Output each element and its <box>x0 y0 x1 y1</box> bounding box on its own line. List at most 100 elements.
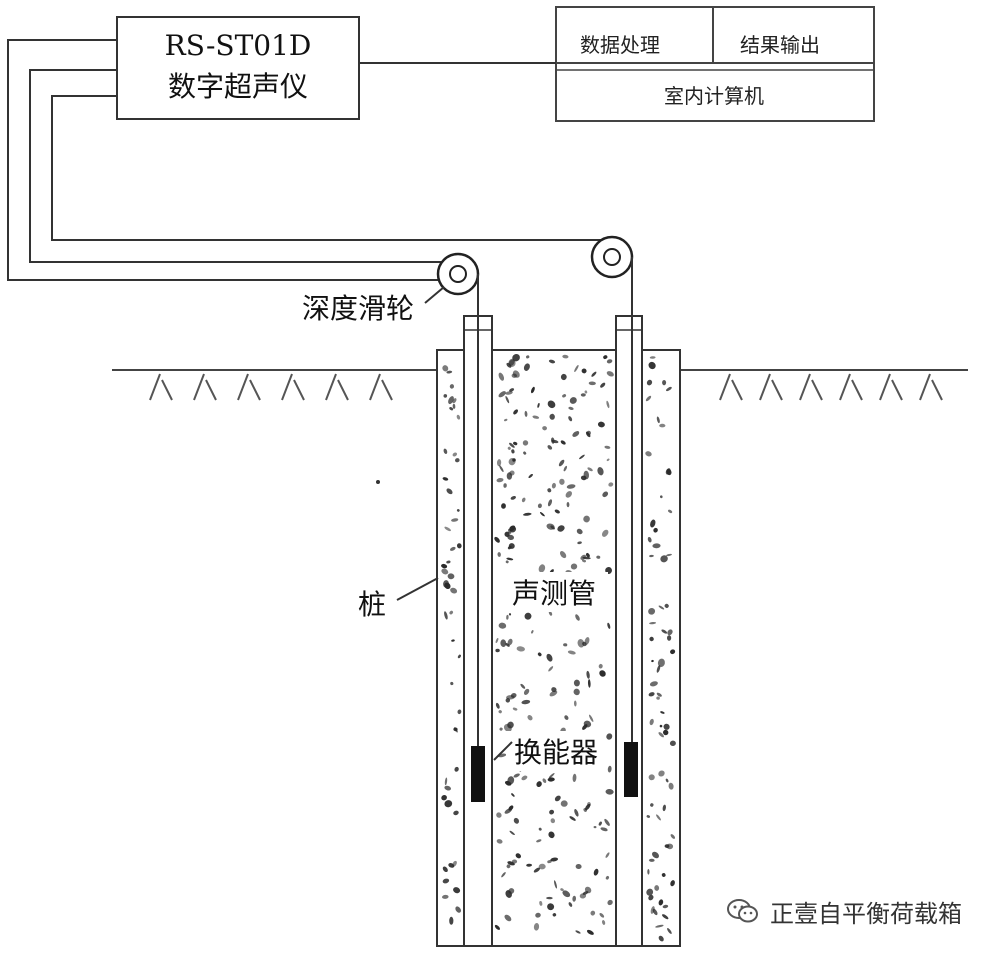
aggregate-speck <box>447 573 455 580</box>
aggregate-speck <box>513 817 520 824</box>
aggregate-speck <box>588 714 594 722</box>
aggregate-speck <box>656 665 661 673</box>
aggregate-speck <box>579 454 585 460</box>
pulley-label: 深度滑轮 <box>302 292 414 325</box>
aggregate-speck <box>442 878 450 884</box>
aggregate-speck <box>504 914 512 922</box>
aggregate-speck <box>452 452 458 457</box>
tube-label-bg <box>502 572 608 612</box>
aggregate-speck <box>523 363 530 371</box>
aggregate-speck <box>499 727 503 731</box>
aggregate-speck <box>539 901 543 906</box>
aggregate-speck <box>449 610 454 615</box>
aggregate-speck <box>568 902 573 907</box>
aggregate-speck <box>650 906 655 914</box>
aggregate-speck <box>444 800 453 808</box>
aggregate-speck <box>662 904 669 909</box>
aggregate-speck <box>573 679 580 687</box>
aggregate-speck <box>593 868 599 876</box>
aggregate-speck <box>455 906 462 913</box>
aggregate-speck <box>456 414 461 420</box>
signal-cables <box>7 39 612 281</box>
aggregate-speck <box>650 803 654 807</box>
aggregate-speck <box>649 718 654 726</box>
depth-pulley-right <box>590 235 634 279</box>
aggregate-speck <box>448 396 454 405</box>
aggregate-speck <box>583 720 592 728</box>
aggregate-speck <box>587 467 593 472</box>
aggregate-speck <box>562 354 569 359</box>
aggregate-speck <box>564 715 569 720</box>
aggregate-speck <box>598 663 603 669</box>
aggregate-speck <box>602 920 606 925</box>
aggregate-speck <box>496 459 502 467</box>
ground-hatch-mark <box>369 373 393 401</box>
aggregate-speck <box>550 818 556 824</box>
aggregate-speck <box>443 580 449 588</box>
aggregate-speck <box>453 727 458 732</box>
aggregate-speck <box>604 818 610 826</box>
aggregate-speck <box>648 894 654 901</box>
aggregate-speck <box>607 765 612 773</box>
aggregate-speck <box>669 740 676 747</box>
aggregate-speck <box>577 639 585 648</box>
transducer-label: 换能器 <box>514 736 598 769</box>
aggregate-speck <box>509 388 515 392</box>
aggregate-speck <box>495 648 500 653</box>
aggregate-speck <box>494 536 500 543</box>
aggregate-speck <box>528 473 533 479</box>
aggregate-speck <box>550 857 559 862</box>
aggregate-speck <box>550 525 555 530</box>
aggregate-speck <box>652 543 661 549</box>
aggregate-speck <box>667 928 672 934</box>
aggregate-speck <box>444 611 448 620</box>
aggregate-speck <box>533 867 541 873</box>
aggregate-speck <box>456 509 460 512</box>
aggregate-speck <box>538 863 546 870</box>
aggregate-speck <box>663 729 669 736</box>
computer-box <box>555 6 875 122</box>
pile-label: 桩 <box>358 588 386 621</box>
aggregate-speck <box>665 468 671 475</box>
aggregate-speck <box>537 402 540 408</box>
aggregate-speck <box>574 364 579 373</box>
aggregate-speck <box>664 844 670 849</box>
aggregate-speck <box>584 886 592 894</box>
aggregate-speck <box>659 495 663 499</box>
aggregate-speck <box>658 899 664 906</box>
aggregate-speck <box>547 860 552 864</box>
aggregate-speck <box>565 491 572 498</box>
aggregate-speck <box>548 666 554 672</box>
aggregate-speck <box>509 830 515 836</box>
aggregate-speck <box>668 782 674 790</box>
aggregate-speck <box>497 552 501 557</box>
aggregate-speck <box>661 914 669 920</box>
aggregate-speck <box>645 451 652 457</box>
aggregate-speck <box>559 478 565 485</box>
aggregate-speck <box>654 885 660 891</box>
aggregate-speck <box>503 483 507 488</box>
aggregate-speck <box>449 384 455 389</box>
aggregate-speck <box>575 863 582 870</box>
aggregate-speck <box>521 699 531 705</box>
aggregate-speck <box>548 611 553 616</box>
aggregate-speck <box>651 659 654 663</box>
aggregate-speck <box>662 804 666 812</box>
aggregate-speck <box>650 519 656 528</box>
aggregate-speck <box>658 732 664 738</box>
aggregate-speck <box>505 396 510 404</box>
aggregate-speck <box>513 441 518 446</box>
aggregate-speck <box>670 880 675 887</box>
aggregate-speck <box>511 793 515 797</box>
aggregate-speck <box>560 888 564 891</box>
aggregate-speck <box>570 563 578 570</box>
aggregate-speck <box>444 777 448 786</box>
aggregate-speck <box>498 372 505 381</box>
aggregate-speck <box>604 445 611 449</box>
aggregate-speck <box>451 518 459 522</box>
aggregate-speck <box>508 613 512 616</box>
aggregate-speck <box>548 773 555 779</box>
aggregate-speck <box>548 831 555 839</box>
aggregate-speck <box>542 426 547 431</box>
